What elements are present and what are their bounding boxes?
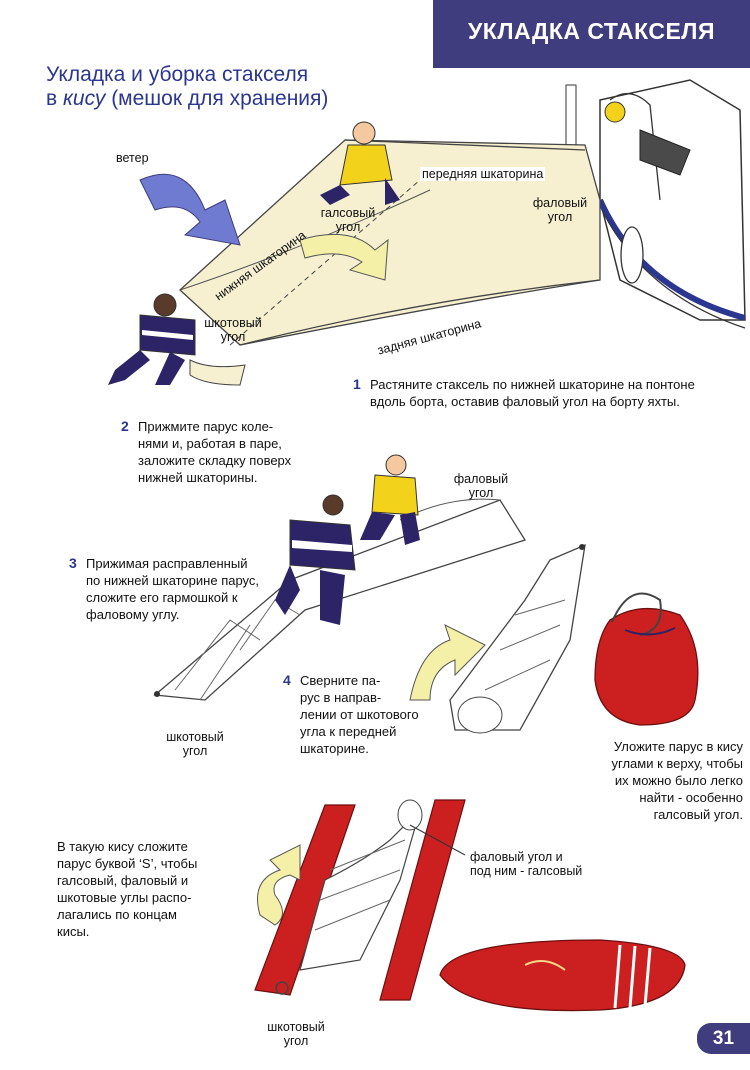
- yacht-bow-illustration: [565, 79, 746, 329]
- crew-member-yellow-2: [360, 454, 420, 545]
- crew-member-yellow-1: [320, 121, 400, 205]
- step-4: 4 Сверните па-рус в направ-лении от шкот…: [283, 672, 419, 756]
- sail-spread-illustration: [179, 139, 601, 386]
- header-band: [433, 0, 750, 68]
- subtitle-line-1: Укладка и уборка стакселя: [46, 63, 309, 86]
- sail-bag-flat-illustration: [254, 799, 466, 1001]
- roll-direction-arrow: [409, 624, 486, 701]
- fold-direction-arrow: [299, 233, 389, 281]
- subtitle-italic: кису: [63, 87, 106, 110]
- crew-member-navy-1: [108, 293, 196, 385]
- wind-arrow: [139, 173, 241, 246]
- page-title: УКЛАДКА СТАКСЕЛЯ: [468, 18, 715, 44]
- sail-bag-open-illustration: [594, 592, 699, 726]
- label-wind: ветер: [116, 151, 149, 165]
- label-luff: передняя шкаторина: [420, 167, 546, 181]
- section-subtitle: Укладка и уборка стакселя в кису (мешок …: [46, 63, 328, 111]
- sail-bag-closed-illustration: [439, 939, 686, 1012]
- page-number: 31: [712, 1028, 735, 1049]
- step-1: 1 Растяните стаксель по нижней шкаторине…: [353, 376, 695, 409]
- crew-member-navy-2: [275, 494, 356, 625]
- sail-rolled-illustration: [449, 543, 586, 734]
- subtitle-line-2: в кису (мешок для хранения): [46, 87, 329, 110]
- page-number-badge: 31: [697, 1023, 750, 1054]
- s-fold-arrow: [257, 844, 301, 926]
- step-2: 2 Прижмите парус коле-нями и, работая в …: [121, 418, 292, 485]
